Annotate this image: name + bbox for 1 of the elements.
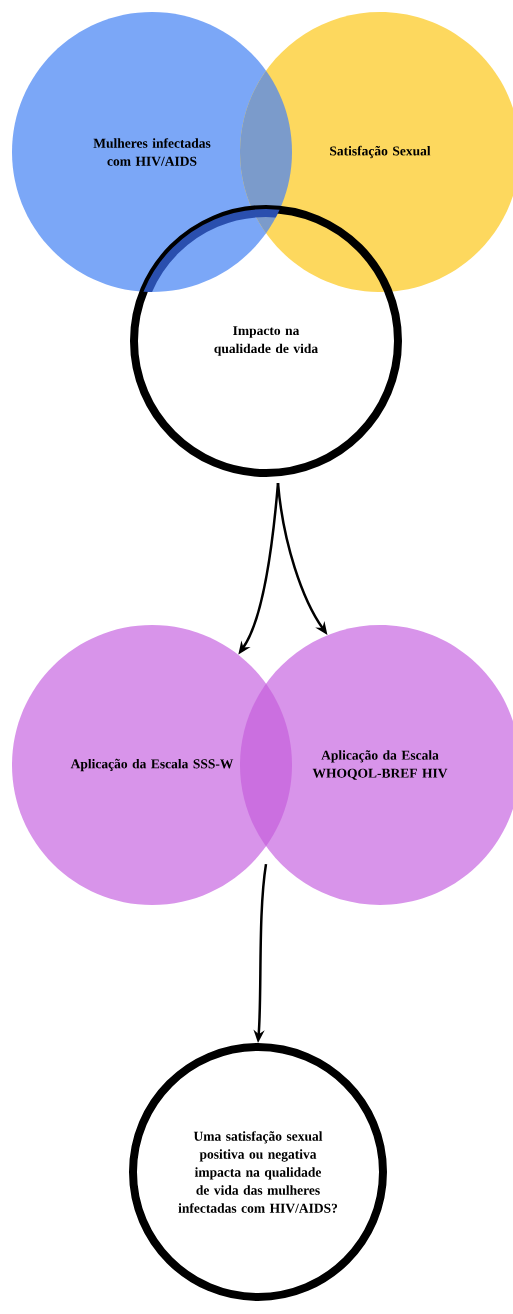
node-label: Aplicação da Escala WHOQOL-BREF HIV <box>312 750 448 780</box>
